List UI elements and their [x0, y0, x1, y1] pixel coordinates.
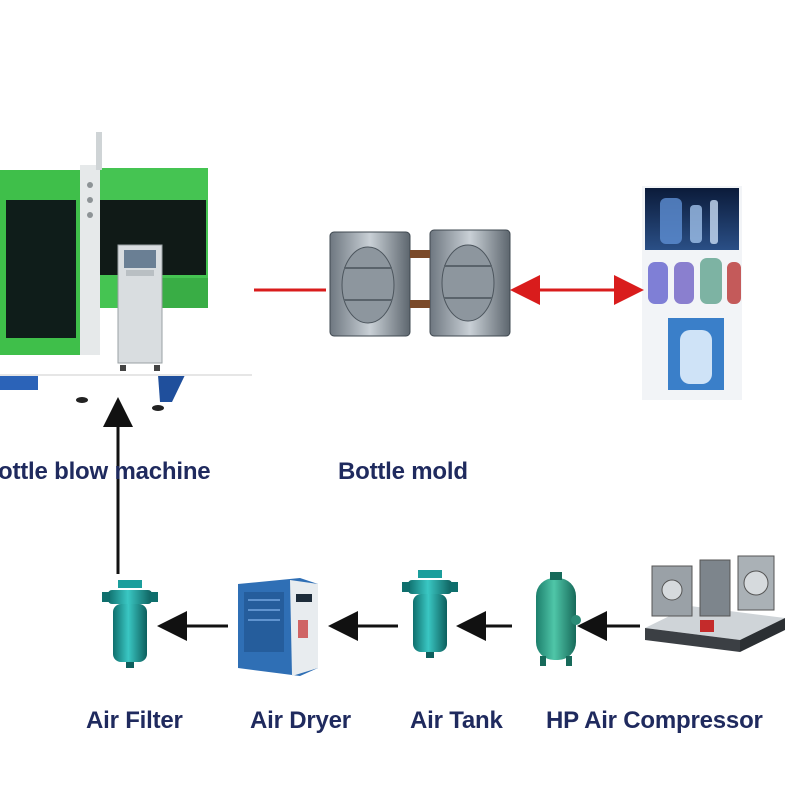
bottle-samples-icon	[642, 186, 742, 400]
bottle-blow-machine-icon	[0, 128, 252, 411]
label-air-filter: Air Filter	[86, 707, 183, 734]
label-hp-air-compressor: HP Air Compressor	[546, 707, 763, 734]
air-tank-icon	[536, 572, 581, 666]
air-dryer-icon	[238, 578, 318, 676]
air-filter-icon	[102, 580, 158, 668]
label-air-dryer: Air Dryer	[250, 707, 351, 734]
hp-air-compressor-icon	[645, 555, 785, 652]
label-bottle-mold: Bottle mold	[338, 458, 468, 485]
label-bottle-blow-machine: ottle blow machine	[0, 458, 211, 485]
bottle-mold-icon	[329, 229, 511, 337]
label-air-tank: Air Tank	[410, 707, 503, 734]
air-filter-icon	[402, 570, 458, 658]
